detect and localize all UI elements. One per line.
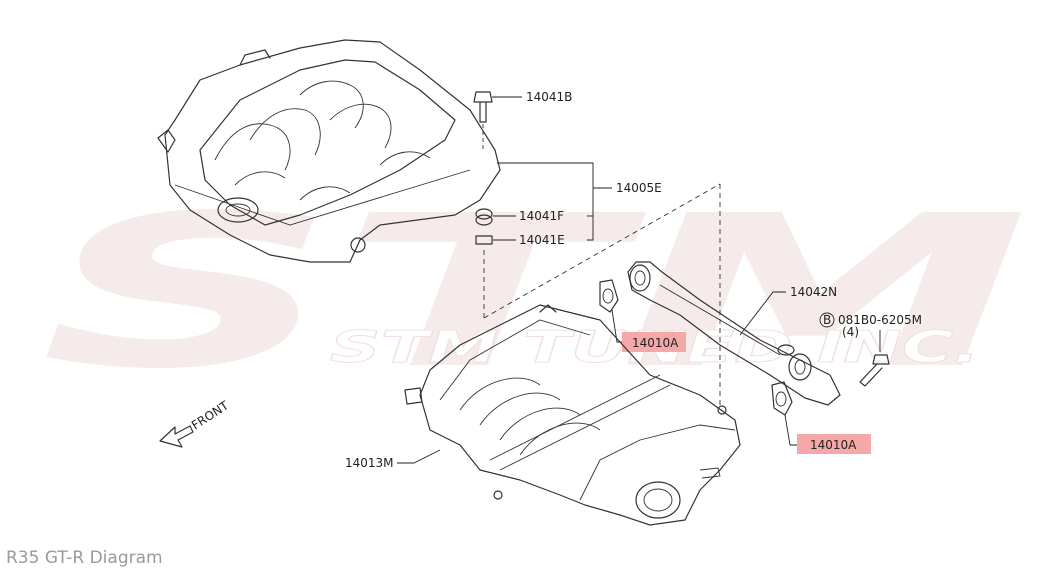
caption: R35 GT-R Diagram xyxy=(6,548,163,568)
bracket-14005e: 14005E xyxy=(497,162,662,241)
watermark-logo: STM xyxy=(40,170,1030,415)
label-14041f: 14041F xyxy=(519,209,564,223)
grommet-14041e[interactable]: 14041E xyxy=(475,233,565,247)
grommet-14041f[interactable]: 14041F xyxy=(475,208,564,226)
label-b-prefix: B xyxy=(823,313,831,327)
watermark: STM STM TUNED INC. xyxy=(40,170,1030,415)
bolt-081b0-6205m[interactable]: B 081B0-6205M (4) xyxy=(819,312,922,387)
label-14005e: 14005E xyxy=(616,181,662,195)
gasket-left-14010a[interactable]: 14010A xyxy=(599,279,686,352)
label-bolt-qty: (4) xyxy=(842,325,859,339)
highlight-gasket-left xyxy=(622,332,686,352)
label-gasket-left: 14010A xyxy=(632,336,679,350)
label-14042n: 14042N xyxy=(790,285,837,299)
pipe-14042n[interactable]: 14042N xyxy=(627,261,841,406)
gasket-right-14010a[interactable]: 14010A xyxy=(771,381,871,454)
engine-cover[interactable] xyxy=(157,39,501,263)
label-14041e: 14041E xyxy=(519,233,565,247)
arrow-left-icon xyxy=(159,425,194,448)
bolt-14041b[interactable]: 14041B xyxy=(473,90,572,123)
b-circle-icon xyxy=(819,312,835,328)
label-14041b: 14041B xyxy=(526,90,572,104)
dashed-guides xyxy=(483,183,721,410)
label-081b0-6205m: 081B0-6205M xyxy=(838,313,922,327)
highlight-gasket-right xyxy=(797,434,871,454)
label-14013m: 14013M xyxy=(345,456,394,470)
label-gasket-right: 14010A xyxy=(810,438,857,452)
intake-manifold-14013m[interactable]: 14013M xyxy=(345,304,741,526)
